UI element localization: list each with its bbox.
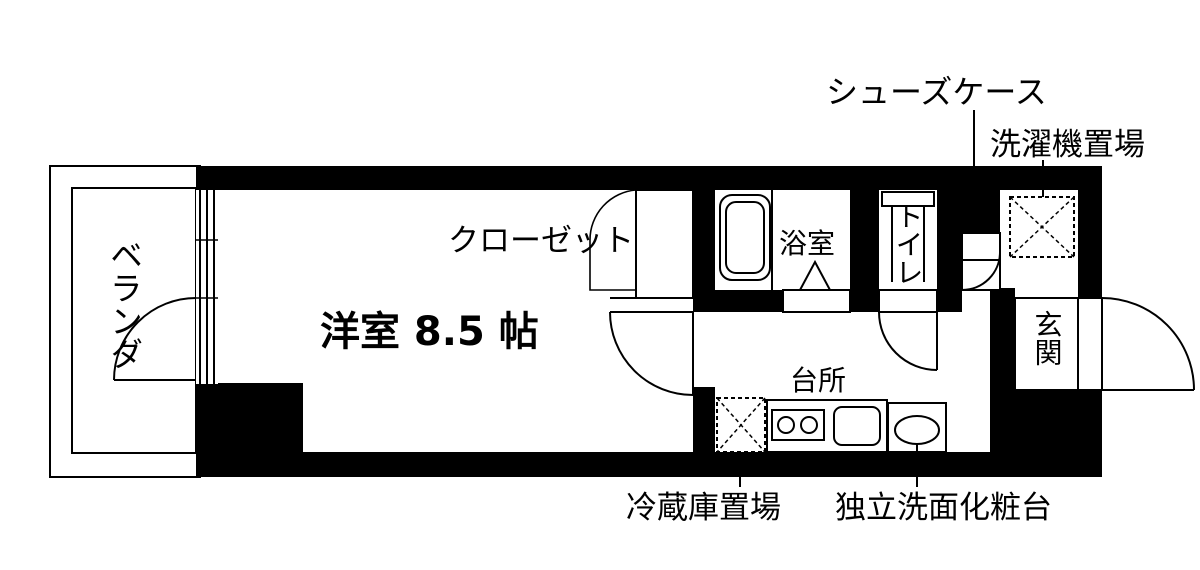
toilet-label: トイレ <box>892 202 925 286</box>
shoe-case-label: シューズケース <box>826 73 1047 111</box>
washer-space-label: 洗濯機置場 <box>990 127 1145 163</box>
veranda-text: ベランダ <box>105 238 144 370</box>
veranda-window <box>196 190 218 384</box>
fridge-space-label: 冷蔵庫置場 <box>626 490 781 526</box>
entrance <box>1014 297 1195 391</box>
western-room-label: 洋室 8.5 帖 <box>320 309 539 355</box>
washstand-label: 独立洗面化粧台 <box>835 490 1052 526</box>
kitchen-label: 台所 <box>790 364 846 397</box>
shoe-case <box>961 232 1001 291</box>
walls <box>196 166 1102 477</box>
room-door <box>609 311 694 396</box>
leader-lines <box>739 110 1044 487</box>
veranda <box>49 165 201 478</box>
veranda-label: ベランダ <box>105 238 144 370</box>
washer-space <box>1009 196 1075 258</box>
entrance-label: 玄関 <box>1031 310 1064 366</box>
bathroom-label: 浴室 <box>779 227 835 260</box>
kitchen <box>716 397 947 453</box>
toilet <box>878 190 938 371</box>
closet <box>589 189 694 299</box>
bathroom <box>715 190 851 313</box>
closet-label: クローゼット <box>448 223 634 259</box>
